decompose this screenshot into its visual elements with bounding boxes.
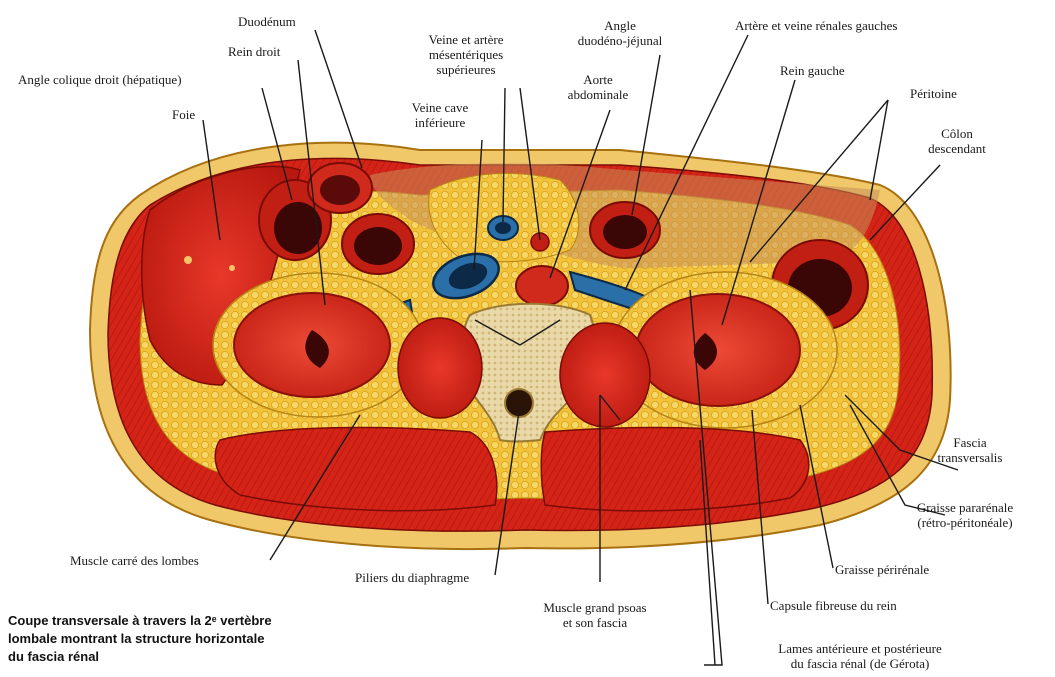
- label-line: (rétro-péritonéale): [890, 515, 1040, 530]
- figure-caption: Coupe transversale à travers la 2ᵉ vertè…: [8, 612, 272, 666]
- label-veine-artere-mesenteriques: Veine et artère mésentériques supérieure…: [402, 32, 530, 77]
- label-fascia-transversalis: Fascia transversalis: [930, 435, 1010, 465]
- label-line: Lames antérieure et postérieure: [720, 641, 1000, 656]
- label-line: supérieures: [402, 62, 530, 77]
- label-line: Angle: [560, 18, 680, 33]
- label-capsule-fibreuse: Capsule fibreuse du rein: [770, 598, 897, 613]
- right-psoas: [398, 318, 482, 418]
- label-line: Veine cave: [392, 100, 488, 115]
- label-angle-duodeno-jejunal: Angle duodéno-jéjunal: [560, 18, 680, 48]
- label-peritoine: Péritoine: [910, 86, 957, 101]
- label-graisse-perirenale: Graisse périrénale: [835, 562, 929, 577]
- back-muscles-right: [215, 427, 497, 510]
- duodenum-lumen: [320, 175, 360, 205]
- label-piliers-diaphragme: Piliers du diaphragme: [355, 570, 469, 585]
- label-line: Veine et artère: [402, 32, 530, 47]
- left-psoas: [560, 323, 650, 427]
- label-line: Graisse pararénale: [890, 500, 1040, 515]
- left-kidney: [636, 294, 800, 406]
- label-line: Fascia: [930, 435, 1010, 450]
- label-line: du fascia rénal (de Gérota): [720, 656, 1000, 671]
- label-line: Aorte: [548, 72, 648, 87]
- label-line: descendant: [922, 141, 992, 156]
- label-line: transversalis: [930, 450, 1010, 465]
- duodenum-2-lumen: [354, 227, 402, 265]
- label-muscle-grand-psoas: Muscle grand psoas et son fascia: [520, 600, 670, 630]
- duodenojejunal-lumen: [603, 215, 647, 249]
- label-muscle-carre-lombes: Muscle carré des lombes: [70, 553, 199, 568]
- label-line: duodéno-jéjunal: [560, 33, 680, 48]
- abdominal-aorta: [516, 266, 568, 306]
- label-lames-fascia-renal: Lames antérieure et postérieure du fasci…: [720, 641, 1000, 671]
- label-rein-gauche: Rein gauche: [780, 63, 845, 78]
- label-aorte: Aorte abdominale: [548, 72, 648, 102]
- label-line: abdominale: [548, 87, 648, 102]
- label-rein-droit: Rein droit: [228, 44, 280, 59]
- caption-line: lombale montrant la structure horizontal…: [8, 630, 272, 648]
- label-line: et son fascia: [520, 615, 670, 630]
- label-line: Muscle grand psoas: [520, 600, 670, 615]
- label-line: inférieure: [392, 115, 488, 130]
- caption-line: du fascia rénal: [8, 648, 272, 666]
- sup-mesenteric-vein-lumen: [495, 222, 511, 234]
- label-graisse-pararenale: Graisse pararénale (rétro-péritonéale): [890, 500, 1040, 530]
- label-line: Côlon: [922, 126, 992, 141]
- label-veine-cave: Veine cave inférieure: [392, 100, 488, 130]
- liver-vessel-1: [184, 256, 192, 264]
- label-artere-veine-renales: Artère et veine rénales gauches: [735, 18, 897, 33]
- label-line: mésentériques: [402, 47, 530, 62]
- caption-line: Coupe transversale à travers la 2ᵉ vertè…: [8, 612, 272, 630]
- label-duodenum: Duodénum: [238, 14, 296, 29]
- label-foie: Foie: [172, 107, 195, 122]
- back-muscles-left: [541, 427, 808, 510]
- label-angle-colique-droit: Angle colique droit (hépatique): [18, 72, 182, 87]
- liver-vessel-2: [229, 265, 235, 271]
- label-colon-descendant: Côlon descendant: [922, 126, 992, 156]
